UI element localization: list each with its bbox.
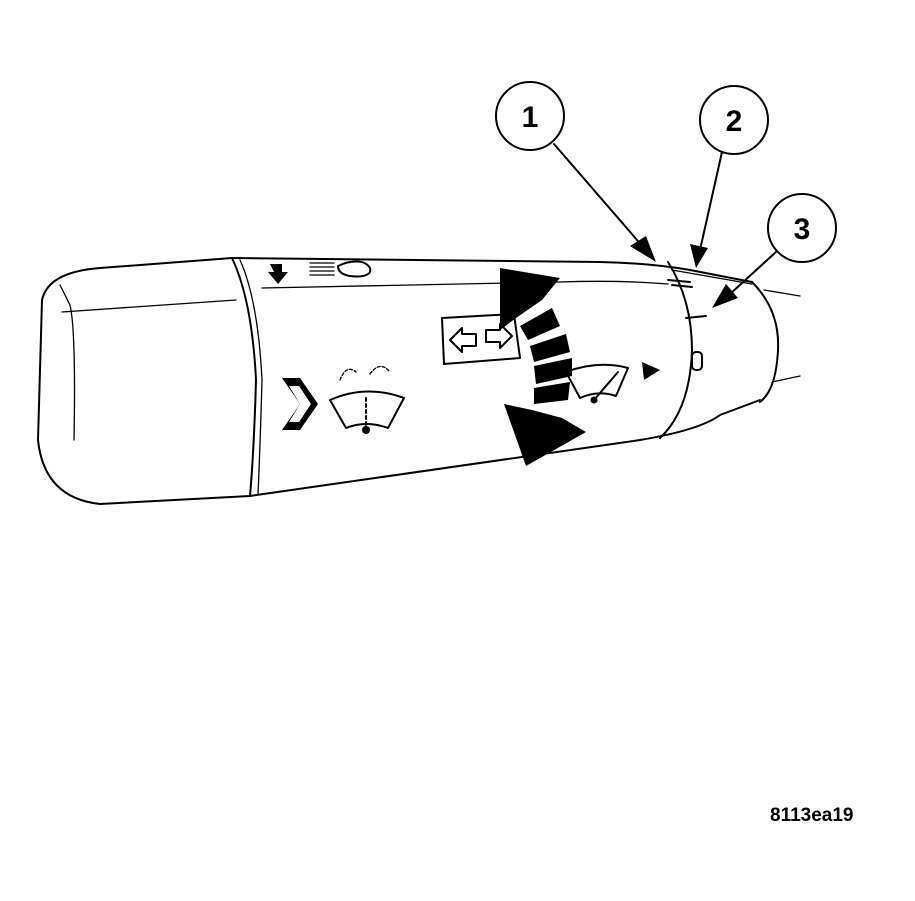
multifunction-lever [37, 257, 801, 505]
wiper-collar-front [659, 261, 693, 439]
wiper-off-position-icon [691, 351, 703, 371]
washer-chevron-icon [282, 378, 318, 430]
headlamp-flash-icon [309, 260, 372, 278]
lever-tip-joint-inner [239, 259, 263, 495]
rotation-arrow-icon [500, 268, 586, 466]
collar-detent-mark-1 [667, 279, 691, 283]
wiper-intermittent-arrow-icon [642, 362, 660, 380]
washer-arrow-icon [268, 264, 288, 284]
callout-1-number: 1 [522, 101, 539, 134]
wiper-collar-back [751, 281, 780, 403]
callout-3-number: 3 [794, 213, 811, 246]
windshield-wiper-icon [565, 363, 629, 404]
lever-tip-joint [231, 257, 257, 497]
lever-stalk-bottom [771, 375, 801, 383]
callout-2-number: 2 [726, 105, 743, 138]
figure-id: 8113ea19 [770, 805, 854, 826]
collar-detent-mark-3 [685, 315, 707, 319]
callout-1: 1 [495, 81, 656, 262]
lever-stalk-top [763, 289, 801, 297]
lever-body-inner-line [261, 280, 669, 289]
wiper-collar-top [671, 269, 753, 285]
lever-top-edge [231, 257, 753, 283]
lever-tip-edge [61, 299, 237, 313]
collar-detent-mark-2 [671, 284, 693, 288]
callout-2: 2 [690, 85, 769, 268]
callout-3: 3 [712, 193, 837, 308]
lever-outline [37, 257, 761, 505]
lever-tip-highlight [59, 284, 76, 441]
windshield-washer-icon [329, 365, 405, 434]
